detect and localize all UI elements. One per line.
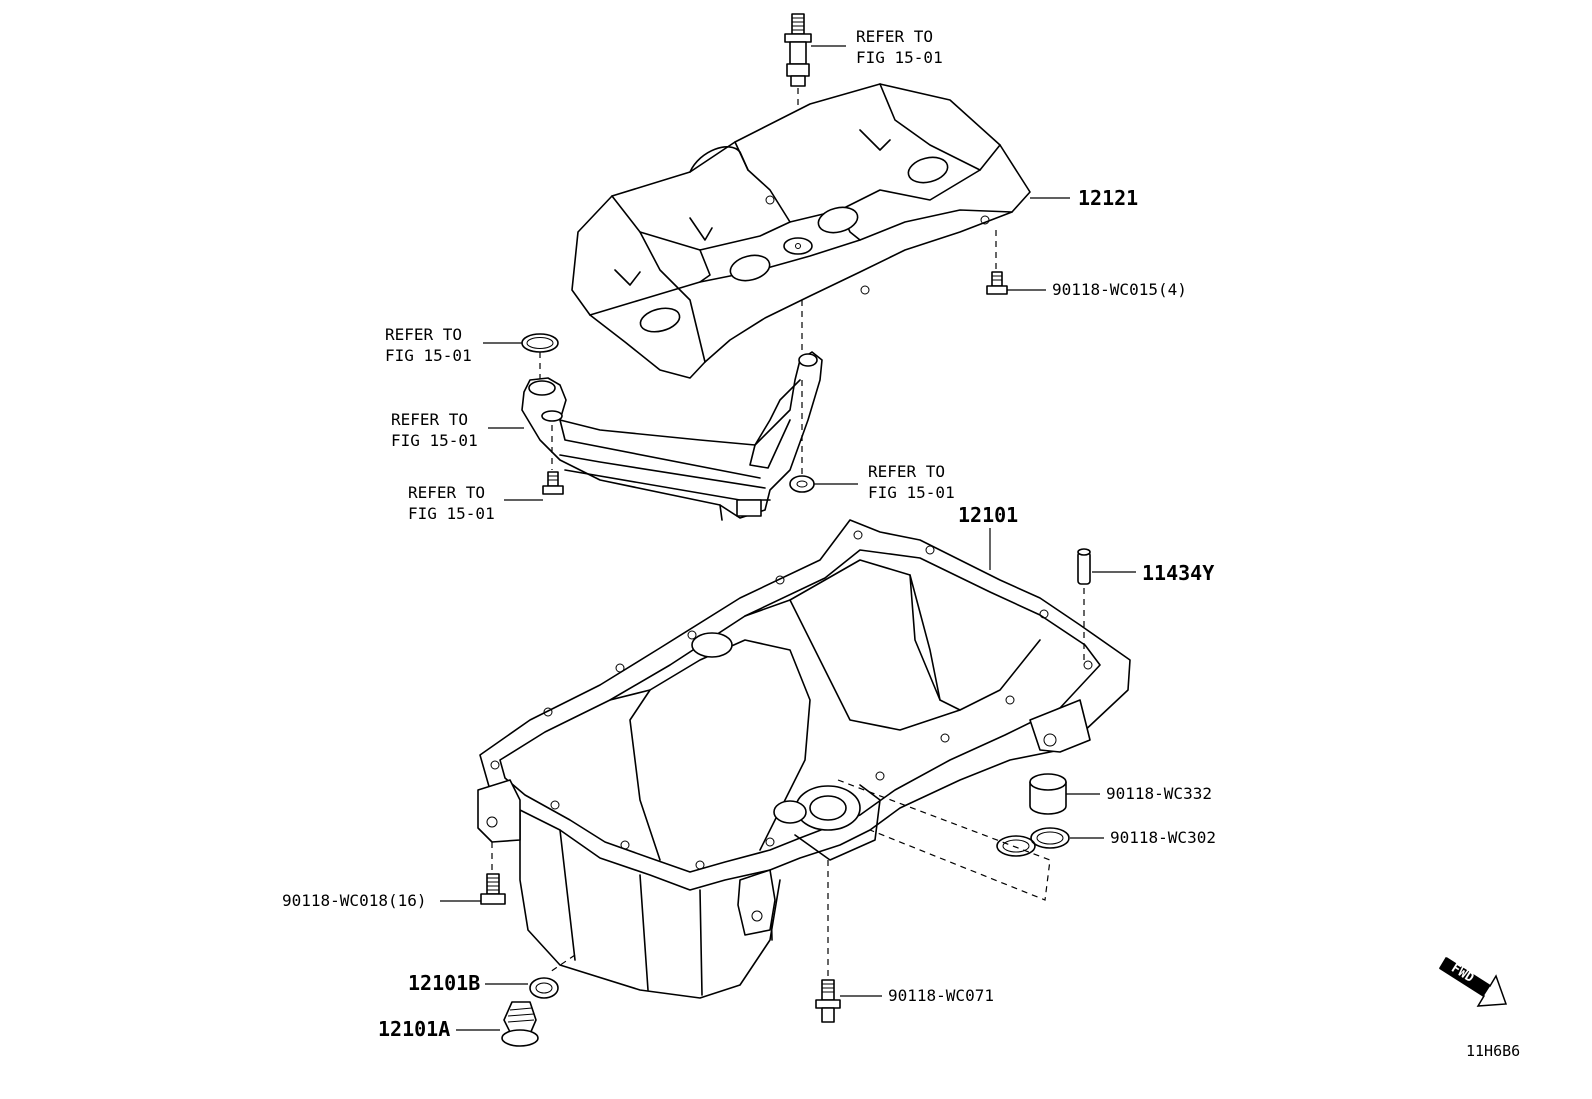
label-cap: 90118-WC332 xyxy=(1106,784,1212,803)
baffle-bolt xyxy=(986,230,1008,295)
label-refer-oring-1: REFER TO xyxy=(385,325,462,344)
pan-stud xyxy=(815,860,841,1023)
seal-rings xyxy=(996,827,1070,857)
label-refer-top-2: FIG 15-01 xyxy=(856,48,943,67)
label-refer-top-1: REFER TO xyxy=(856,27,933,46)
label-baffle: 12121 xyxy=(1078,186,1138,210)
label-seal: 90118-WC302 xyxy=(1110,828,1216,847)
label-refer-strainer-1: REFER TO xyxy=(391,410,468,429)
drain-plug xyxy=(501,1001,539,1047)
label-pin: 11434Y xyxy=(1142,561,1214,585)
assembly-line-cap xyxy=(837,779,1051,901)
pan-bolt xyxy=(480,842,506,905)
figure-code: 11H6B6 xyxy=(1466,1042,1520,1060)
fwd-arrow-icon: FWD xyxy=(1438,956,1508,1007)
oil-pan xyxy=(477,519,1131,999)
oil-strainer xyxy=(521,300,823,521)
label-gasket: 12101B xyxy=(408,971,480,995)
label-refer-grommet-1: REFER TO xyxy=(868,462,945,481)
label-stud: 90118-WC071 xyxy=(888,986,994,1005)
label-refer-bolt-2: FIG 15-01 xyxy=(408,504,495,523)
label-drain-plug: 12101A xyxy=(378,1017,450,1041)
label-refer-strainer-2: FIG 15-01 xyxy=(391,431,478,450)
baffle-plate xyxy=(571,83,1031,379)
label-refer-oring-2: FIG 15-01 xyxy=(385,346,472,365)
label-refer-grommet-2: FIG 15-01 xyxy=(868,483,955,502)
drain-gasket xyxy=(529,954,576,999)
cap-part xyxy=(1029,773,1067,815)
label-refer-bolt-1: REFER TO xyxy=(408,483,485,502)
dowel-pin xyxy=(1077,548,1091,660)
label-baffle-bolt: 90118-WC015(4) xyxy=(1052,280,1187,299)
label-oil-pan: 12101 xyxy=(958,503,1018,527)
label-pan-bolt: 90118-WC018(16) xyxy=(282,891,427,910)
